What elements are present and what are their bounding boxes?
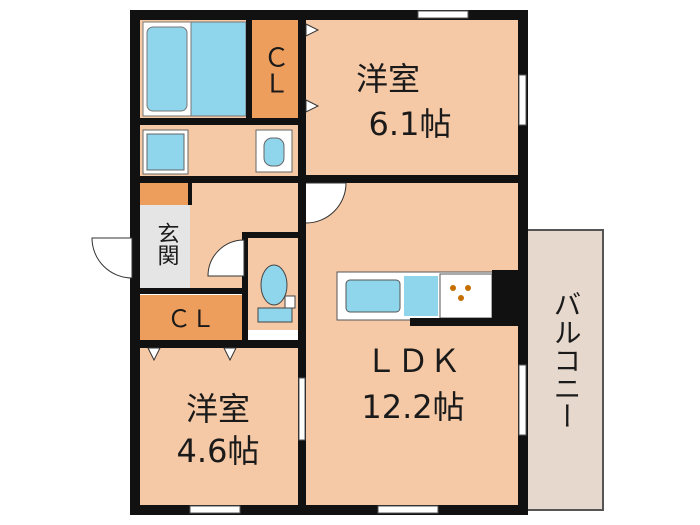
kitchen-sink (345, 279, 401, 313)
closet-top (250, 20, 298, 118)
walls (130, 10, 528, 515)
cooktop (439, 273, 493, 319)
kitchen-counter-mid (404, 276, 438, 316)
closet-bottom-label: ＣＬ (167, 305, 215, 333)
toilet-small-cabinet (284, 295, 296, 309)
burner-3 (458, 295, 464, 301)
toilet-tank (257, 307, 293, 323)
closet-top-label: ＣＬ (259, 44, 289, 96)
windows (189, 10, 527, 514)
ldk-name: ＬＤＫ (365, 342, 461, 380)
closet-door-markers (147, 23, 320, 362)
shoe-shelf (140, 183, 190, 205)
western-room-bottom (140, 345, 298, 505)
washing-machine-drum (263, 137, 285, 167)
entrance-label: 玄関 (154, 222, 179, 266)
ldk-area (303, 183, 522, 505)
shower-area (190, 21, 247, 117)
western-room-top-name: 洋室 (356, 60, 420, 98)
balcony (526, 229, 604, 511)
bathtub-basin (146, 26, 188, 112)
western-room-bottom-name: 洋室 (186, 390, 250, 428)
closet-bottom (140, 295, 242, 340)
burner-1 (450, 285, 456, 291)
doors (91, 182, 347, 279)
washbasin-bowl (146, 133, 185, 171)
burner-2 (465, 285, 471, 291)
western-room-bottom-size: 4.6帖 (177, 432, 260, 470)
ldk-size: 12.2帖 (361, 388, 464, 426)
western-room-top-size: 6.1帖 (369, 105, 452, 143)
balcony-label: バルコニー (550, 290, 583, 430)
western-room-top (303, 18, 522, 175)
entrance-area (140, 205, 190, 290)
toilet-bowl (260, 264, 288, 306)
